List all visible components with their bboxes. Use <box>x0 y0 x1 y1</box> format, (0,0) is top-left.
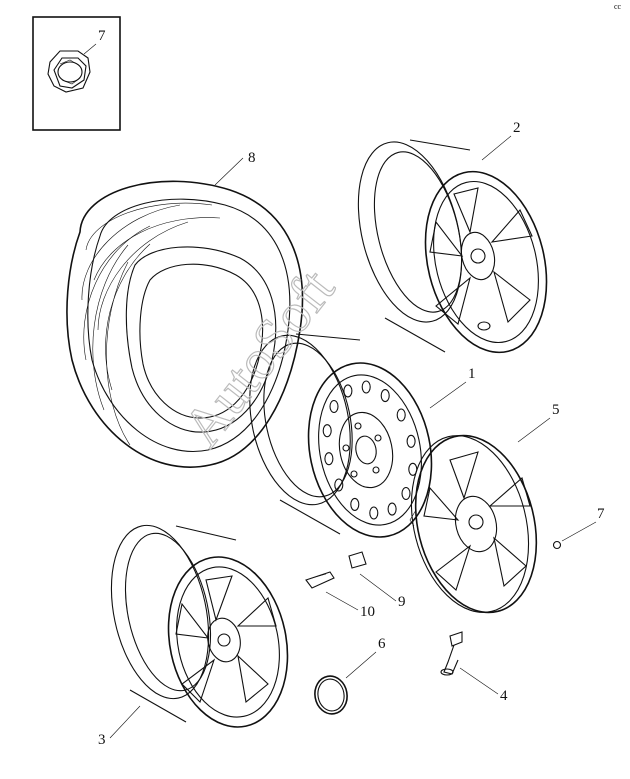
callout-label: 2 <box>513 120 521 136</box>
callout-label: 6 <box>378 636 386 652</box>
callout-label: 7 <box>597 506 605 522</box>
small-cap: 7 <box>552 506 605 550</box>
callout-label: 4 <box>500 688 508 704</box>
watermark: AutoSoft <box>171 258 347 458</box>
balance-weight: 9 <box>348 551 406 610</box>
vent-slot <box>329 399 339 414</box>
callout-label: 1 <box>468 366 476 382</box>
vent-slot <box>406 434 416 448</box>
callout-label: 5 <box>552 402 560 418</box>
centre-cap: 6 <box>314 636 386 715</box>
callout-label: 10 <box>360 604 375 620</box>
vent-slot <box>324 452 334 466</box>
alloy-wheel-upper: 2 <box>357 120 548 354</box>
vent-slot <box>369 506 379 520</box>
vent-slot <box>361 380 371 394</box>
valve-stem: 4 <box>440 631 508 704</box>
vent-slot <box>380 389 390 403</box>
wheel-cover: 5 <box>409 402 560 614</box>
vent-slot <box>322 424 332 438</box>
callout-label: 7 <box>98 28 106 44</box>
alloy-wheel-lower: 3 <box>98 524 289 748</box>
callout-label: 8 <box>248 150 256 166</box>
callout-label: 9 <box>398 594 406 610</box>
callout-label: 3 <box>98 732 106 748</box>
steel-wheel: 1 <box>249 333 476 538</box>
clip-weight: 10 <box>305 571 375 620</box>
inset-box: 7 <box>32 16 121 131</box>
vent-slot <box>334 478 344 492</box>
wheel-nut-inset <box>47 50 91 93</box>
vent-slot <box>350 497 360 511</box>
vent-slot <box>343 384 353 398</box>
tyre: 8 <box>66 150 304 468</box>
vent-slot <box>401 486 411 501</box>
vent-slot <box>387 502 397 516</box>
corner-mark: cc <box>614 2 622 11</box>
vent-slot <box>396 408 406 422</box>
